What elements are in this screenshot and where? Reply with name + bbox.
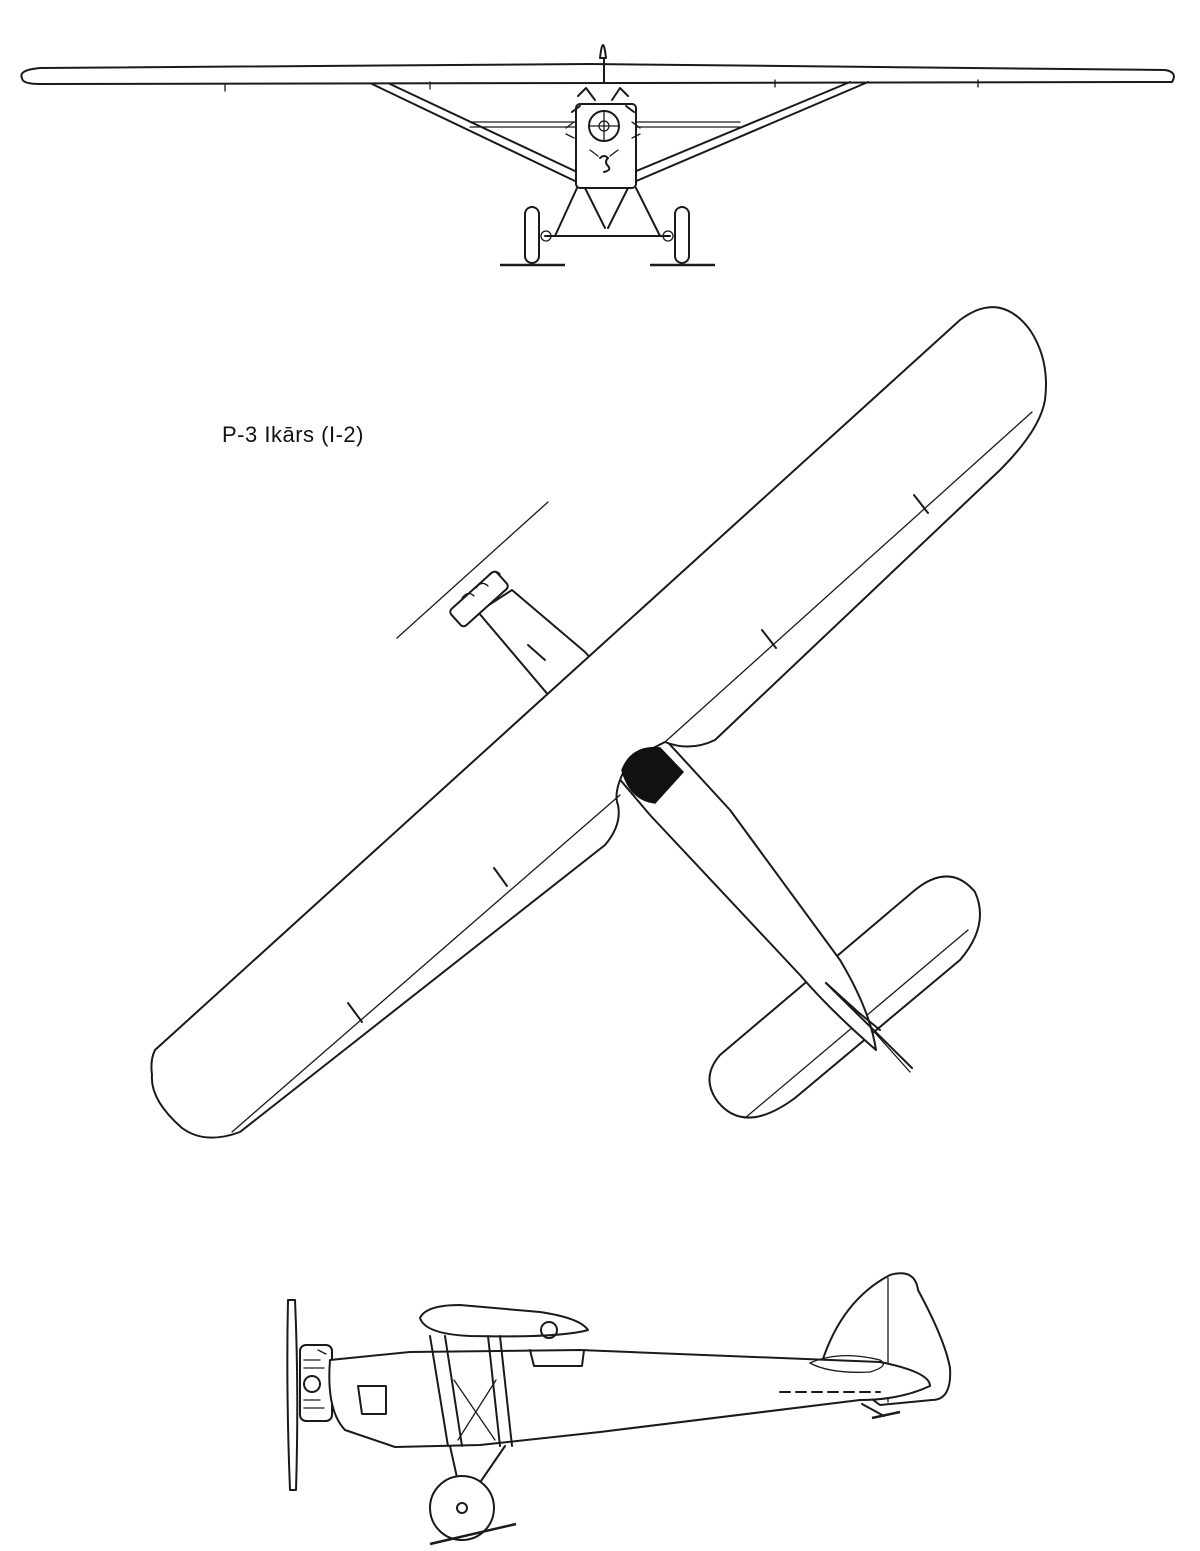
- top-cockpit: [621, 746, 685, 804]
- side-wing: [419, 1304, 589, 1338]
- front-view: [20, 44, 1175, 267]
- side-propeller: [286, 1299, 299, 1491]
- side-ground-line: [429, 1522, 517, 1546]
- top-aileron-hinge: [231, 794, 621, 1133]
- front-landing-gear: [524, 187, 690, 264]
- front-propeller: [599, 44, 607, 83]
- aircraft-title: P-3 Ikārs (I-2): [222, 422, 364, 447]
- top-view: [150, 306, 1047, 1139]
- front-wing-hinges: [224, 79, 979, 92]
- side-view: [286, 1272, 952, 1546]
- front-wing-struts: [371, 81, 869, 183]
- side-tail-skid: [861, 1403, 885, 1417]
- top-main-wing: [150, 306, 1047, 1139]
- top-wing-hinges: [347, 494, 929, 1023]
- side-window: [357, 1385, 387, 1415]
- front-wing: [20, 63, 1175, 85]
- side-ground-line: [871, 1410, 901, 1420]
- side-landing-gear: [429, 1445, 506, 1541]
- side-cabane-struts: [429, 1335, 513, 1447]
- side-engine: [299, 1344, 333, 1422]
- side-cockpit: [529, 1349, 585, 1367]
- top-centerline: [396, 501, 549, 639]
- side-fuselage: [328, 1349, 931, 1448]
- front-fuselage: [565, 87, 641, 189]
- top-aileron-hinge: [664, 411, 1033, 743]
- top-engine: [449, 570, 546, 661]
